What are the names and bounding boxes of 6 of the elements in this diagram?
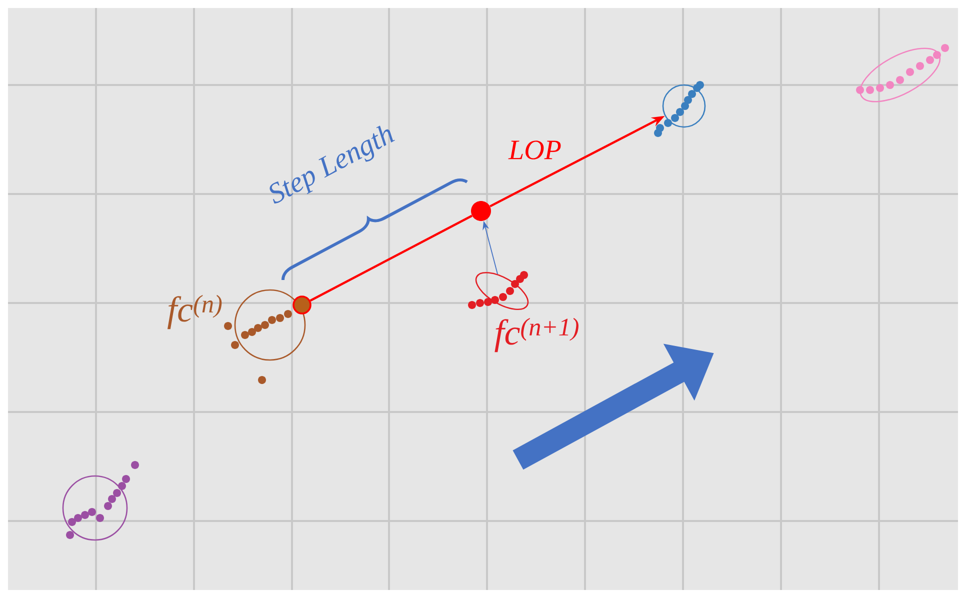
point-marker <box>471 201 491 221</box>
point-cluster <box>654 81 706 137</box>
node-label: fc$^{(n)}$ <box>167 294 222 330</box>
edge-label: LOP <box>508 140 562 160</box>
node-label: fc$^{(n+1)}$ <box>494 318 578 352</box>
point-cluster <box>468 271 529 310</box>
